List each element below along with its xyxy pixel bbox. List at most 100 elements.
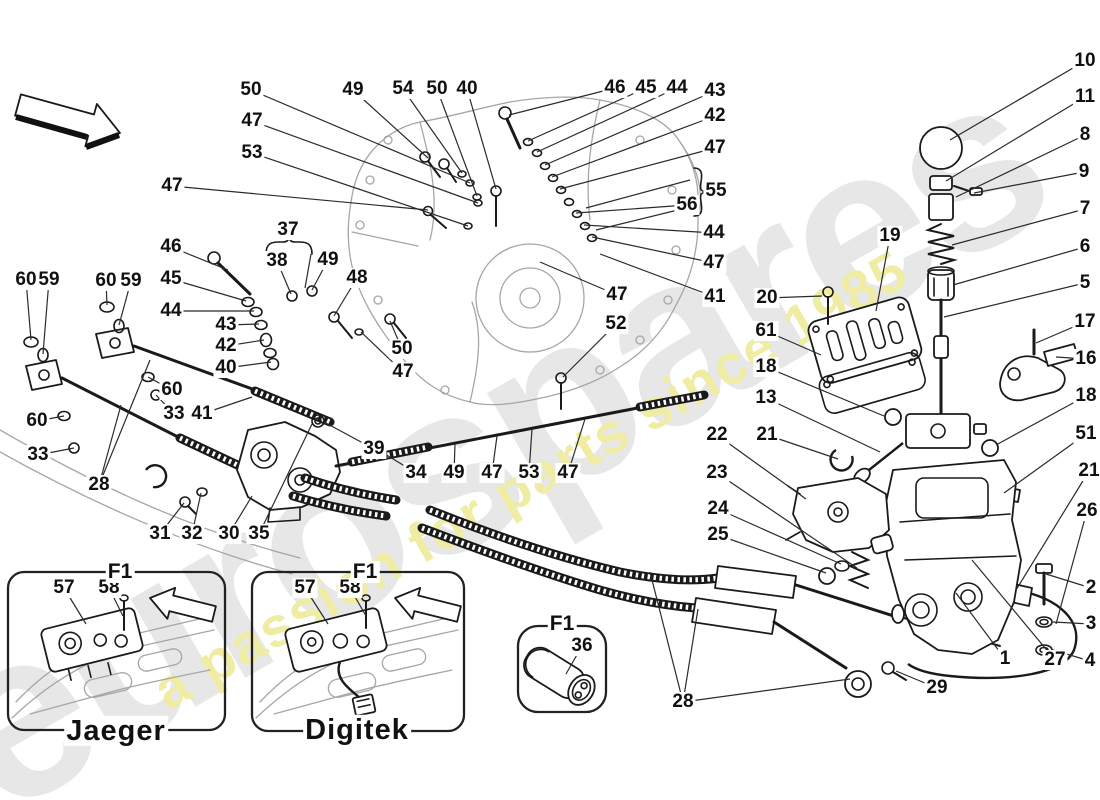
callout-48: 48: [344, 267, 370, 289]
callout-22: 22: [704, 424, 730, 446]
callout-47: 47: [702, 137, 728, 159]
leader-lines: [25, 60, 1092, 703]
callout-54: 54: [390, 78, 416, 100]
callout-25: 25: [705, 524, 731, 546]
callout-44: 44: [701, 222, 727, 244]
callout-47: 47: [604, 284, 630, 306]
reaction-rod: [334, 390, 709, 468]
callout-47: 47: [479, 462, 505, 484]
callout-32: 32: [179, 523, 205, 545]
fastener-parts: [207, 106, 598, 410]
direction-arrow: [14, 93, 121, 150]
callout-57: 57: [292, 577, 318, 599]
callout-7: 7: [1077, 198, 1093, 220]
inset-jaeger: [6, 570, 227, 732]
callout-50: 50: [424, 78, 450, 100]
callout-43: 43: [213, 314, 239, 336]
callout-41: 41: [189, 403, 215, 425]
callout-44: 44: [664, 77, 690, 99]
callout-10: 10: [1072, 50, 1098, 72]
callout-45: 45: [158, 268, 184, 290]
callout-40: 40: [213, 357, 239, 379]
callout-60: 60: [93, 270, 119, 292]
callout-17: 17: [1072, 311, 1098, 333]
callout-50: 50: [238, 79, 264, 101]
callout-44: 44: [158, 300, 184, 322]
callout-3: 3: [1083, 613, 1099, 635]
callout-28: 28: [86, 474, 112, 496]
callout-37: 37: [275, 219, 301, 241]
callout-27: 27: [1042, 649, 1068, 671]
callout-47: 47: [390, 361, 416, 383]
callout-31: 31: [147, 523, 173, 545]
callout-21: 21: [754, 424, 780, 446]
callout-49: 49: [315, 249, 341, 271]
callout-55: 55: [703, 180, 729, 202]
callout-8: 8: [1077, 124, 1093, 146]
callout-45: 45: [633, 77, 659, 99]
callout-9: 9: [1076, 161, 1092, 183]
callout-49: 49: [441, 462, 467, 484]
callout-38: 38: [264, 250, 290, 272]
callout-57: 57: [51, 577, 77, 599]
callout-33: 33: [25, 444, 51, 466]
callout-2: 2: [1083, 577, 1099, 599]
callout-16: 16: [1073, 348, 1099, 370]
callout-53: 53: [516, 462, 542, 484]
callout-20: 20: [754, 287, 780, 309]
callout-50: 50: [389, 338, 415, 360]
inset-digitek: [250, 570, 466, 733]
callout-jaeger: Jaeger: [64, 714, 168, 747]
callout-60: 60: [24, 410, 50, 432]
callout-60: 60: [13, 269, 39, 291]
callout-5: 5: [1077, 272, 1093, 294]
callout-59: 59: [118, 270, 144, 292]
callout-13: 13: [753, 387, 779, 409]
callout-47: 47: [555, 462, 581, 484]
callout-33: 33: [161, 403, 187, 425]
callout-49: 49: [340, 79, 366, 101]
callout-46: 46: [158, 236, 184, 258]
callout-47: 47: [701, 252, 727, 274]
callout-46: 46: [602, 77, 628, 99]
callout-30: 30: [216, 523, 242, 545]
callout-28: 28: [670, 691, 696, 713]
callout-40: 40: [454, 78, 480, 100]
callout-34: 34: [403, 462, 429, 484]
callout-36: 36: [569, 635, 595, 657]
callout-18: 18: [753, 356, 779, 378]
callout-f1: F1: [547, 611, 577, 636]
callout-56: 56: [674, 194, 700, 216]
callout-24: 24: [705, 498, 731, 520]
callout-53: 53: [239, 142, 265, 164]
callout-51: 51: [1073, 423, 1099, 445]
callout-35: 35: [246, 523, 272, 545]
callout-39: 39: [361, 438, 387, 460]
callout-6: 6: [1077, 236, 1093, 258]
callout-42: 42: [213, 335, 239, 357]
gear-lever-assembly: [785, 126, 1079, 656]
callout-43: 43: [702, 80, 728, 102]
callout-f1: F1: [350, 559, 380, 584]
callout-23: 23: [704, 462, 730, 484]
callout-digitek: Digitek: [303, 713, 411, 746]
callout-47: 47: [239, 110, 265, 132]
callout-19: 19: [877, 225, 903, 247]
callout-21: 21: [1076, 460, 1100, 482]
callout-29: 29: [924, 677, 950, 699]
callout-11: 11: [1072, 86, 1098, 108]
callout-26: 26: [1074, 500, 1100, 522]
callout-1: 1: [997, 648, 1013, 670]
callout-60: 60: [159, 379, 185, 401]
callout-18: 18: [1073, 385, 1099, 407]
callout-59: 59: [36, 269, 62, 291]
callout-47: 47: [159, 175, 185, 197]
callout-42: 42: [702, 105, 728, 127]
shift-rod-upper: [95, 301, 335, 427]
callout-f1: F1: [105, 559, 135, 584]
shift-rod-lower: [23, 336, 253, 475]
callout-4: 4: [1082, 650, 1098, 672]
callout-52: 52: [603, 313, 629, 335]
